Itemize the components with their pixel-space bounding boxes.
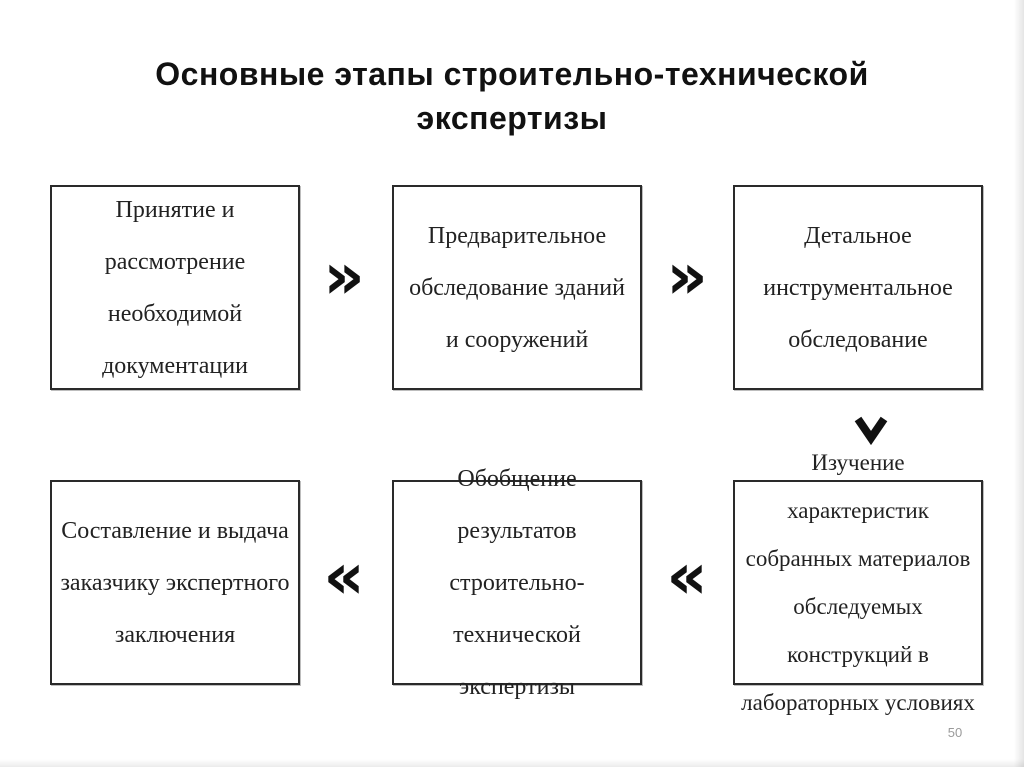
arrow-left-icon: « — [666, 540, 708, 614]
arrow-down-icon — [851, 408, 891, 448]
slide-edge-shadow — [1014, 0, 1024, 767]
step-text-1: Принятие и рассмотрение необходимой доку… — [102, 196, 248, 379]
step-text-6: Составление и выдача заказчику экспертно… — [60, 517, 290, 648]
step-box-6: Составление и выдача заказчику экспертно… — [50, 480, 300, 685]
slide-title: Основные этапы строительно-технической э… — [155, 56, 869, 136]
step-text-2: Предварительное обследование зданий и со… — [409, 222, 625, 353]
step-text-3: Детальное инструментальное обследование — [763, 222, 953, 353]
step-box-4: Изучение характеристик собранных материа… — [733, 450, 983, 715]
slide-bottom-shadow — [0, 759, 1024, 767]
step-box-5: Обобщение результатов строительно-технич… — [392, 466, 642, 700]
step-box-3: Детальное инструментальное обследование — [733, 185, 983, 390]
step-box-2: Предварительное обследование зданий и со… — [392, 185, 642, 390]
arrow-right-icon: » — [323, 240, 365, 314]
page-number: 50 — [947, 725, 963, 740]
step-box-1: Принятие и рассмотрение необходимой доку… — [50, 185, 300, 390]
step-text-4: Изучение характеристик собранных материа… — [741, 449, 975, 715]
arrow-right-icon: » — [666, 240, 708, 314]
step-text-5: Обобщение результатов строительно-технич… — [449, 465, 585, 700]
arrow-left-icon: « — [323, 540, 365, 614]
